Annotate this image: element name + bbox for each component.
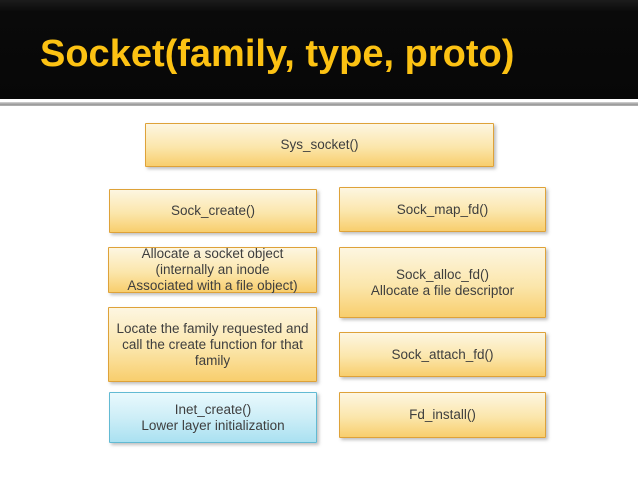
box-locate-family: Locate the family requested and call the… <box>108 307 317 382</box>
box-inet-create: Inet_create() Lower layer initialization <box>109 392 317 443</box>
box-sock-alloc-fd-label: Sock_alloc_fd() Allocate a file descript… <box>370 266 515 298</box>
box-inet-create-label: Inet_create() Lower layer initialization <box>141 401 285 433</box>
box-sock-alloc-fd: Sock_alloc_fd() Allocate a file descript… <box>339 247 546 318</box>
slide-title-bar: Socket(family, type, proto) <box>0 0 638 99</box>
title-divider-line <box>0 102 638 106</box>
box-locate-family-label: Locate the family requested and call the… <box>116 320 309 368</box>
box-sock-create: Sock_create() <box>109 189 317 233</box>
box-sock-map-fd: Sock_map_fd() <box>339 187 546 232</box>
box-allocate-socket-object-label: Allocate a socket object (internally an … <box>127 246 298 293</box>
box-allocate-socket-object: Allocate a socket object (internally an … <box>108 246 317 293</box>
box-sys-socket: Sys_socket() <box>145 123 494 167</box>
box-sock-attach-fd-label: Sock_attach_fd() <box>391 346 494 362</box>
box-sock-attach-fd: Sock_attach_fd() <box>339 332 546 377</box>
box-sock-create-label: Sock_create() <box>170 203 256 218</box>
box-sys-socket-label: Sys_socket() <box>280 137 359 152</box>
box-fd-install-label: Fd_install() <box>409 407 476 422</box>
slide-title: Socket(family, type, proto) <box>40 33 515 75</box>
box-fd-install: Fd_install() <box>339 392 546 438</box>
box-sock-map-fd-label: Sock_map_fd() <box>396 201 489 217</box>
